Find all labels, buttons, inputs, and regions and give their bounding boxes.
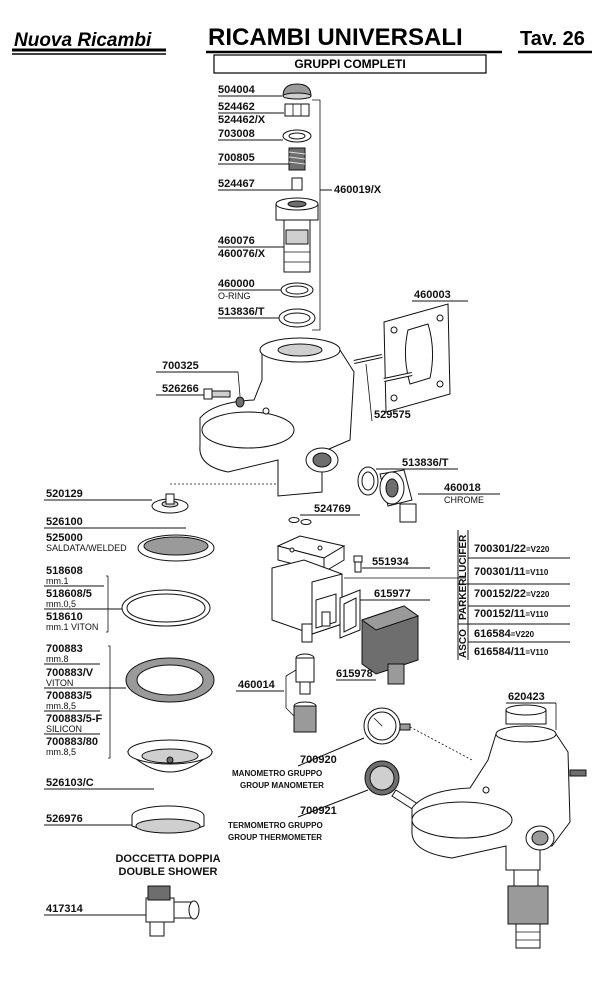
label-620423: 620423 (508, 691, 545, 703)
valve-a1: 616584 (474, 628, 512, 640)
svg-text:700152/22=V220: 700152/22=V220 (474, 588, 550, 600)
gauges-drawing (363, 707, 473, 819)
label-700805: 700805 (218, 152, 255, 164)
valve-l2: 700301/11 (474, 566, 525, 578)
valve-l1: 700301/22 (474, 543, 526, 555)
header: Nuova Ricambi RICAMBI UNIVERSALI Tav. 26… (10, 24, 592, 74)
valve-options-table: LUCIFER PARKER ASCO 700301/22=V220 70030… (457, 530, 570, 660)
solenoid-drawing (271, 517, 420, 733)
label-615977: 615977 (374, 588, 411, 600)
label-524462x: 524462/X (218, 114, 266, 126)
label-460003: 460003 (414, 289, 451, 301)
label-700883v: 700883/V (46, 667, 94, 679)
label-526976: 526976 (46, 813, 83, 825)
group-620423-drawing (411, 704, 587, 949)
label-417314: 417314 (46, 903, 84, 915)
left-column-drawings (121, 493, 215, 937)
top-stack-labels: 504004 524462 524462/X 703008 700805 524… (218, 84, 382, 331)
label-703008: 703008 (218, 128, 255, 140)
label-460014: 460014 (238, 679, 276, 691)
valve-p2: 700152/11 (474, 608, 525, 620)
label-518608-5-sub: mm.0,5 (46, 599, 76, 609)
svg-text:700301/22=V220: 700301/22=V220 (474, 543, 550, 555)
label-524467: 524467 (218, 178, 255, 190)
group-620423-labels: 620423 (506, 691, 557, 730)
label-700920-it: MANOMETRO GRUPPO (232, 769, 322, 778)
group-head-labels: 460003 700325 526266 529575 513836/T 460… (156, 289, 500, 505)
label-700921: 700921 (300, 805, 337, 817)
top-stack-drawings (275, 83, 319, 328)
valve-p1: 700152/22 (474, 588, 526, 600)
label-524462: 524462 (218, 101, 255, 113)
page-title: RICAMBI UNIVERSALI (208, 24, 463, 51)
brand-asco: ASCO (458, 629, 469, 658)
valve-l1-voltage: =V220 (526, 545, 550, 554)
label-551934: 551934 (372, 556, 410, 568)
label-518608-sub: mm.1 (46, 576, 69, 586)
label-518608: 518608 (46, 565, 83, 577)
label-460076: 460076 (218, 235, 255, 247)
label-526103c: 526103/C (46, 777, 94, 789)
valve-a1-voltage: =V220 (511, 630, 535, 639)
valve-p2-voltage: =V110 (525, 610, 548, 619)
group-head-drawing (170, 303, 451, 523)
label-700883v-sub: VITON (46, 678, 73, 688)
valve-a2: 616584/11 (474, 646, 525, 658)
section-title: GRUPPI COMPLETI (294, 57, 405, 71)
label-shower-it: DOCCETTA DOPPIA (115, 853, 220, 865)
table-number: Tav. 26 (520, 28, 585, 50)
label-700920: 700920 (300, 754, 337, 766)
svg-text:700152/11=V110: 700152/11=V110 (474, 608, 549, 620)
label-460000-sub: O-RING (218, 291, 251, 301)
label-700883-80-sub: mm.8,5 (46, 747, 76, 757)
label-529575: 529575 (374, 409, 411, 421)
svg-text:616584/11=V110: 616584/11=V110 (474, 646, 549, 658)
label-526266: 526266 (162, 383, 199, 395)
label-700325: 700325 (162, 360, 199, 372)
logo-text: Nuova Ricambi (14, 30, 152, 51)
label-shower-en: DOUBLE SHOWER (119, 866, 218, 878)
label-700920-en: GROUP MANOMETER (240, 781, 324, 790)
label-700883-80: 700883/80 (46, 736, 98, 748)
label-518610-sub: mm.1 VITON (46, 622, 98, 632)
svg-text:700301/11=V110: 700301/11=V110 (474, 566, 549, 578)
label-700921-it: TERMOMETRO GRUPPO (228, 821, 323, 830)
valve-p1-voltage: =V220 (526, 590, 550, 599)
label-700883-5: 700883/5 (46, 690, 92, 702)
solenoid-labels: 524769 551934 615977 615978 460014 (236, 503, 466, 717)
label-700883-5f-sub: SILICON (46, 724, 82, 734)
label-460000: 460000 (218, 278, 255, 290)
label-700883-5f: 700883/5-F (46, 713, 103, 725)
label-524769: 524769 (314, 503, 351, 515)
label-520129: 520129 (46, 488, 83, 500)
brand-lucifer: LUCIFER (458, 534, 469, 578)
left-column-labels: 520129 526100 525000 SALDATA/WELDED 5186… (44, 488, 221, 916)
label-460019x: 460019/X (334, 184, 382, 196)
label-460018-sub: CHROME (444, 495, 484, 505)
label-504004: 504004 (218, 84, 256, 96)
label-513836t-a: 513836/T (218, 306, 265, 318)
valve-a2-voltage: =V110 (525, 648, 548, 657)
brand-parker: PARKER (458, 578, 469, 620)
label-700883: 700883 (46, 643, 83, 655)
label-513836t-b: 513836/T (402, 457, 449, 469)
label-700921-en: GROUP THERMOMETER (228, 833, 322, 842)
label-525000: 525000 (46, 532, 83, 544)
valve-l2-voltage: =V110 (525, 568, 548, 577)
svg-text:616584=V220: 616584=V220 (474, 628, 535, 640)
gauges-labels: 700920 MANOMETRO GRUPPO GROUP MANOMETER … (228, 737, 369, 842)
label-518610: 518610 (46, 611, 83, 623)
label-615978: 615978 (336, 668, 373, 680)
label-460018: 460018 (444, 482, 481, 494)
label-525000-sub: SALDATA/WELDED (46, 543, 127, 553)
label-526100: 526100 (46, 516, 83, 528)
brand-logo: Nuova Ricambi (10, 24, 168, 55)
label-460076x: 460076/X (218, 248, 266, 260)
label-700883-sub: mm.8 (46, 654, 69, 664)
label-518608-5: 518608/5 (46, 588, 92, 600)
label-700883-5-sub: mm.8,5 (46, 701, 76, 711)
